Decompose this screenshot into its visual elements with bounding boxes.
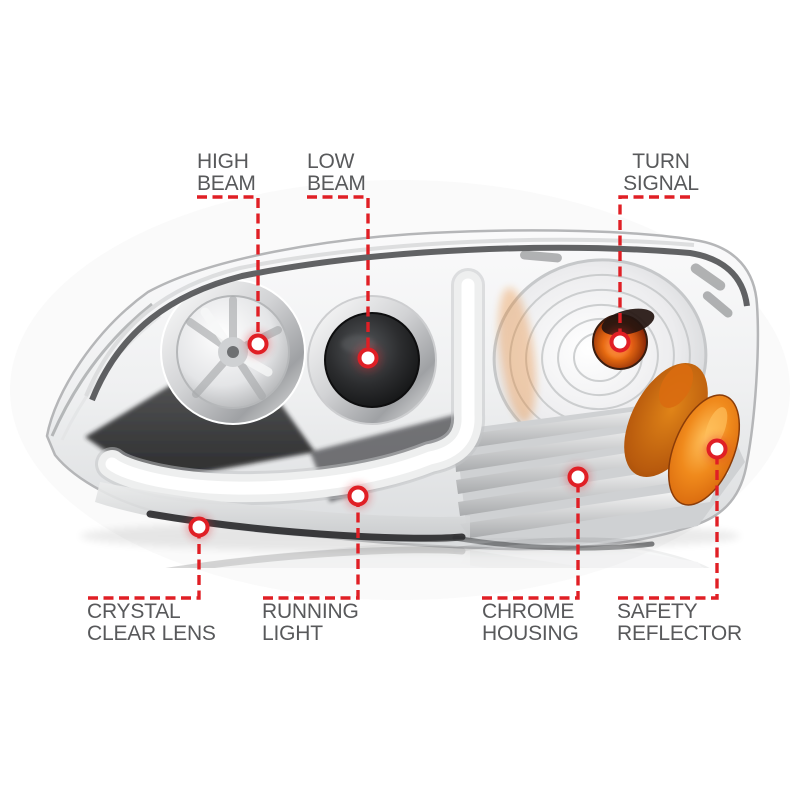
safety-reflector-amber	[624, 362, 741, 506]
callout-label-line: HOUSING	[482, 622, 579, 645]
callout-dots	[186, 328, 730, 540]
light-bar-tube	[95, 268, 486, 506]
callout-dot-low-beam	[354, 344, 382, 372]
callout-label-low-beam: LOW BEAM	[307, 151, 366, 195]
callout-dot-chrome-housing	[565, 464, 591, 490]
housing-slots	[520, 250, 733, 318]
callout-line-safety-reflector	[618, 449, 719, 600]
callout-label-line: CRYSTAL	[87, 600, 181, 623]
headlight-assembly	[45, 229, 760, 551]
callout-dot-crystal-clear-lens	[186, 514, 212, 540]
callout-label-line: TURN	[632, 150, 690, 173]
callout-label-high-beam: HIGH BEAM	[197, 151, 256, 195]
callout-line-crystal-clear-lens	[88, 527, 201, 600]
callout-label-line: REFLECTOR	[617, 622, 742, 645]
callout-label-safety-reflector: SAFETY REFLECTOR	[617, 601, 742, 645]
callout-label-line: CLEAR LENS	[87, 622, 216, 645]
callout-line-low-beam	[307, 195, 370, 358]
headlight-reflection	[47, 539, 758, 800]
callout-line-turn-signal	[618, 195, 690, 342]
top-rim	[89, 244, 750, 402]
callout-label-crystal-clear-lens: CRYSTAL CLEAR LENS	[87, 601, 216, 645]
callout-label-line: LIGHT	[262, 622, 323, 645]
callout-label-line: SIGNAL	[623, 172, 699, 195]
callout-label-running-light: RUNNING LIGHT	[262, 601, 359, 645]
high-beam-reflector	[160, 279, 306, 425]
callout-dot-turn-signal	[606, 328, 634, 356]
callout-line-high-beam	[197, 195, 260, 344]
callout-dot-safety-reflector	[704, 436, 730, 462]
callout-label-line: CHROME	[482, 600, 575, 623]
callout-label-line: LOW	[307, 150, 355, 173]
callout-label-chrome-housing: CHROME HOUSING	[482, 601, 579, 645]
callout-label-turn-signal: TURN SIGNAL	[619, 151, 703, 195]
callout-label-line: BEAM	[197, 172, 256, 195]
callout-line-running-light	[263, 496, 360, 600]
callout-dot-running-light	[345, 483, 371, 509]
callout-lines	[88, 195, 719, 600]
callout-label-line: BEAM	[307, 172, 366, 195]
callout-label-line: SAFETY	[617, 600, 698, 623]
callout-label-line: RUNNING	[262, 600, 359, 623]
callout-line-chrome-housing	[482, 477, 580, 600]
callout-dot-high-beam	[245, 331, 271, 357]
callout-label-line: HIGH	[197, 150, 249, 173]
